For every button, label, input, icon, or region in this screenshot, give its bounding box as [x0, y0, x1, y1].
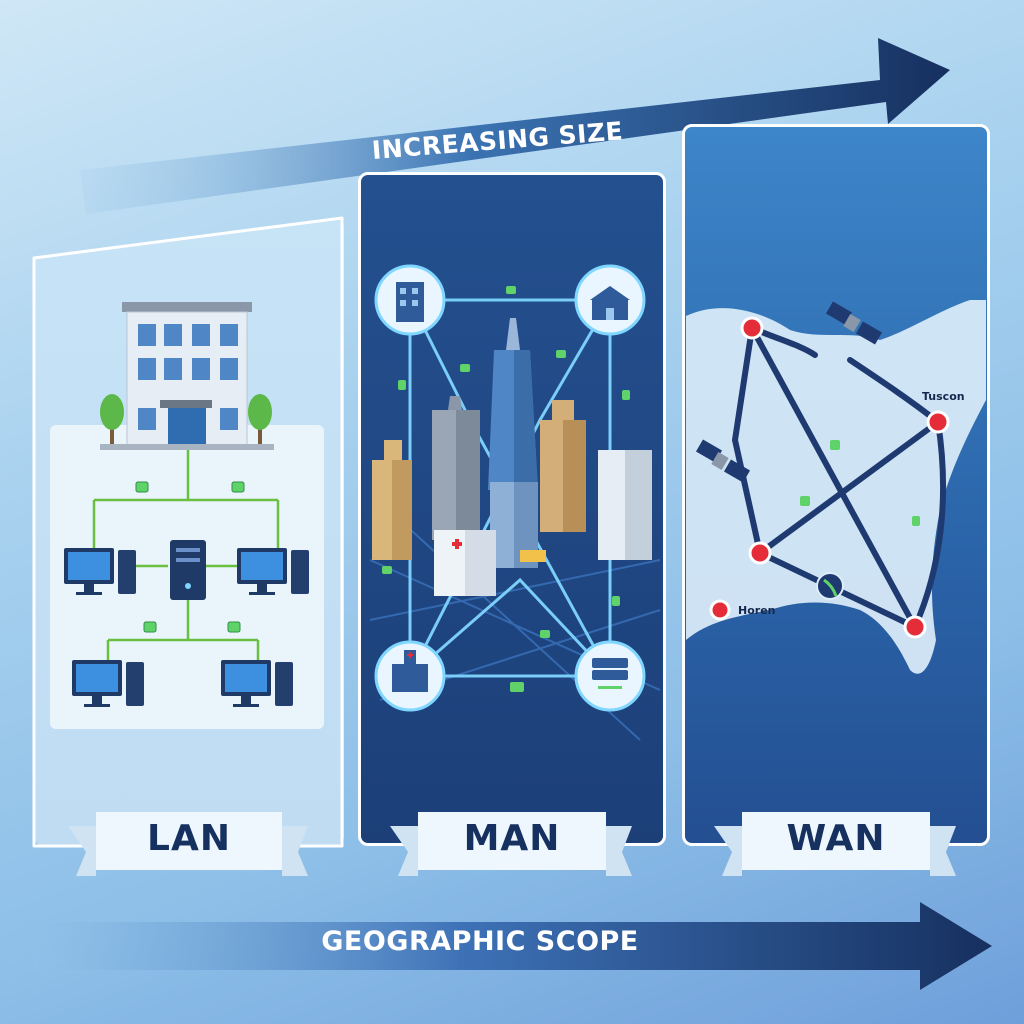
bus-shelter-icon — [520, 550, 546, 562]
desktop-computer-icon — [72, 660, 144, 707]
skyscraper-icon — [372, 440, 412, 560]
satellite-icon — [825, 301, 883, 345]
city-node-icon — [709, 316, 950, 639]
server-rack-icon — [574, 640, 646, 712]
increasing-size-arrow — [80, 38, 950, 214]
desktop-computer-icon — [64, 548, 136, 595]
lan-label: LAN — [147, 818, 231, 859]
tree-icon — [248, 394, 272, 444]
data-packet-icon — [135, 481, 245, 633]
skyscraper-icon — [598, 450, 652, 560]
data-packet-icon — [382, 286, 630, 692]
office-building-icon — [100, 302, 274, 450]
wan-label: WAN — [786, 818, 886, 859]
skyscraper-icon — [488, 318, 538, 490]
tree-icon — [100, 394, 124, 444]
data-packet-icon — [800, 440, 920, 526]
man-ribbon — [390, 812, 632, 876]
man-street-grid — [369, 519, 661, 741]
lan-links — [92, 450, 280, 662]
desktop-computer-icon — [221, 660, 293, 707]
hospital-icon — [434, 530, 496, 596]
server-icon — [170, 540, 206, 600]
skyscraper-icon — [540, 400, 586, 532]
desktop-computer-icon — [237, 548, 309, 595]
man-label: MAN — [463, 818, 561, 859]
school-icon — [574, 264, 646, 336]
lan-ribbon — [68, 812, 308, 876]
hospital-icon — [374, 640, 446, 712]
office-building-icon — [374, 264, 446, 336]
globe-icon — [816, 572, 844, 600]
geographic-scope-label: GEOGRAPHIC SCOPE — [321, 926, 639, 957]
office-building-icon — [490, 482, 538, 568]
satellite-icon — [695, 439, 751, 483]
city-label-horen: Horen — [738, 604, 776, 617]
geographic-scope-arrow — [34, 902, 992, 990]
wan-ribbon — [714, 812, 956, 876]
skyscraper-icon — [432, 396, 480, 540]
city-label-tuscon: Tuscon — [922, 390, 965, 403]
